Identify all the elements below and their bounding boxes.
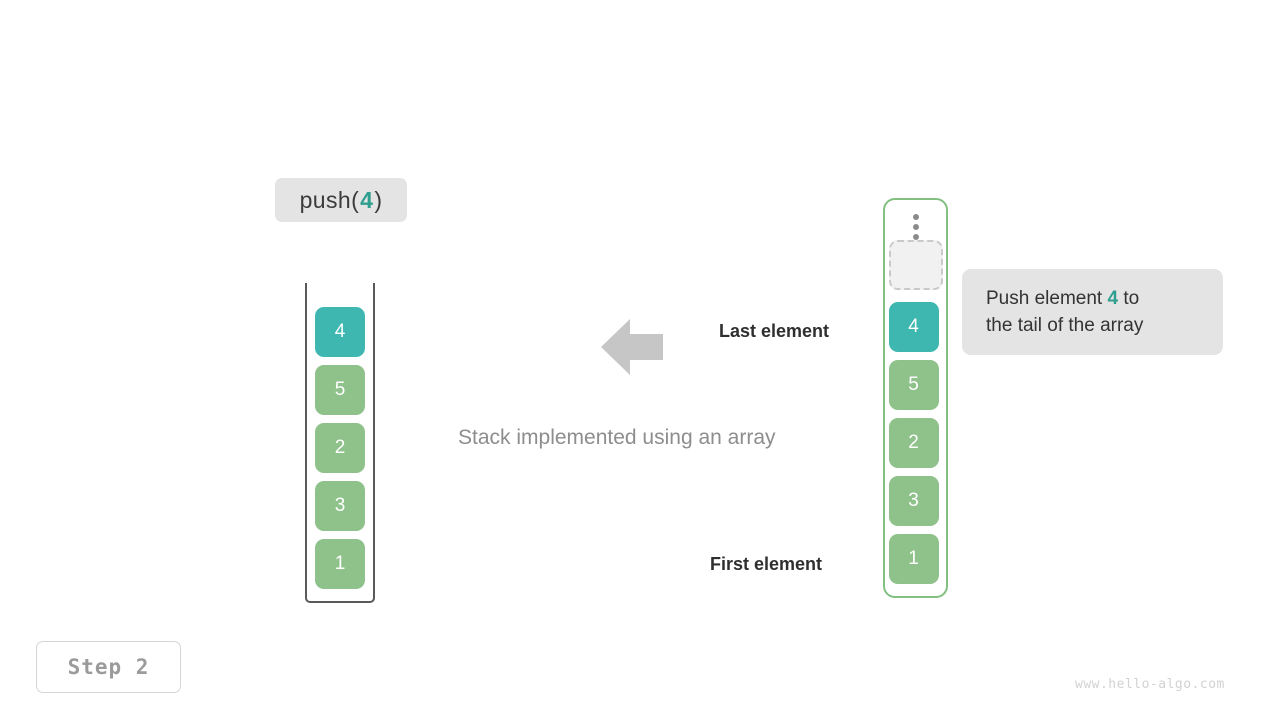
diagram-caption: Stack implemented using an array bbox=[458, 426, 776, 449]
stack-cell: 4 bbox=[315, 307, 365, 357]
step-badge: Step 2 bbox=[36, 641, 181, 693]
array-cell: 1 bbox=[888, 534, 939, 584]
tooltip-line1-suffix: to bbox=[1118, 288, 1140, 309]
array-container: 4 5 2 3 1 bbox=[883, 198, 948, 598]
dot bbox=[912, 214, 919, 220]
stack-container: 4 5 2 3 1 bbox=[305, 283, 375, 603]
operation-name: push( bbox=[299, 186, 360, 213]
tooltip-note: Push element 4 to the tail of the array bbox=[962, 269, 1223, 355]
tooltip-value: 4 bbox=[1107, 288, 1119, 309]
array-cell: 3 bbox=[888, 476, 939, 526]
stack-cell: 3 bbox=[315, 481, 365, 531]
dot bbox=[912, 234, 919, 240]
tooltip-line2: the tail of the array bbox=[986, 315, 1144, 336]
array-cell: 5 bbox=[888, 360, 939, 410]
stack-cell: 2 bbox=[315, 423, 365, 473]
vertical-ellipsis-icon bbox=[912, 214, 919, 240]
operation-paren-close: ) bbox=[374, 186, 383, 213]
stack-cell: 1 bbox=[315, 539, 365, 589]
operation-argument: 4 bbox=[360, 186, 374, 213]
array-cell-list: 4 5 2 3 1 bbox=[888, 240, 943, 588]
operation-label: push(4) bbox=[275, 178, 407, 222]
stack-cell: 5 bbox=[315, 365, 365, 415]
array-empty-slot bbox=[888, 240, 943, 290]
watermark: www.hello-algo.com bbox=[1075, 677, 1225, 692]
stack-cell-list: 4 5 2 3 1 bbox=[315, 303, 365, 593]
arrow-left-icon bbox=[601, 319, 663, 375]
array-cell: 4 bbox=[888, 302, 939, 352]
label-last-element: Last element bbox=[719, 321, 830, 341]
dot bbox=[912, 224, 919, 230]
array-cell: 2 bbox=[888, 418, 939, 468]
label-first-element: First element bbox=[710, 554, 823, 574]
tooltip-line1-prefix: Push element bbox=[986, 288, 1108, 309]
